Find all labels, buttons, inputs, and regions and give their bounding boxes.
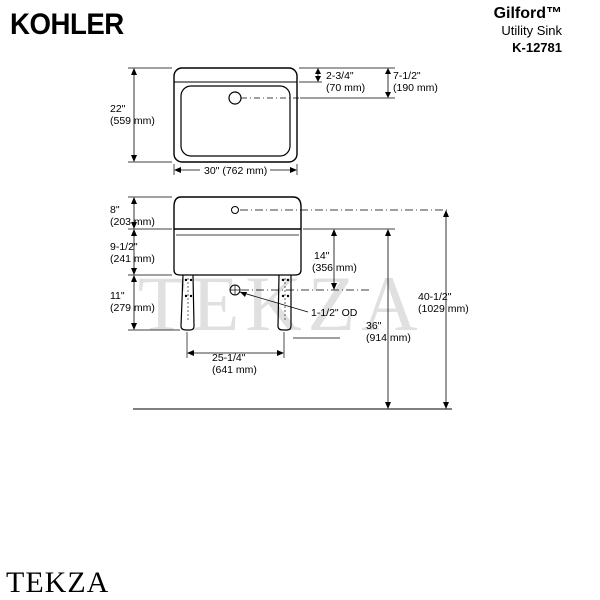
depth-in: 22"	[110, 103, 126, 115]
apron-in: 9-1/2"	[110, 241, 138, 253]
apron-mm: (241 mm)	[110, 253, 155, 265]
sink-outline-top	[173, 67, 298, 163]
leg-spacing-in: 25-1/4"	[212, 352, 246, 364]
bowl-height-in: 8"	[110, 204, 120, 216]
overflow-hole	[231, 206, 239, 214]
leg-upper-in: 11"	[110, 290, 125, 302]
product-info: Gilford™ Utility Sink K-12781	[494, 5, 562, 56]
rim-height-mm: (914 mm)	[366, 332, 411, 344]
leg-upper-mm: (279 mm)	[110, 302, 155, 314]
sink-apron-front	[173, 229, 302, 276]
width-label: 30" (762 mm)	[204, 165, 267, 177]
overall-height-mm: (1029 mm)	[418, 303, 469, 315]
drain-back-mm: (190 mm)	[393, 82, 438, 94]
back-ledge-mm: (70 mm)	[326, 82, 365, 94]
leg-right	[277, 274, 292, 331]
overall-height-in: 40-1/2"	[418, 291, 452, 303]
bowl-height-mm: (203 mm)	[110, 216, 155, 228]
depth-mm: (559 mm)	[110, 115, 155, 127]
product-type: Utility Sink	[501, 23, 562, 38]
drain-rim-mm: (356 mm)	[312, 262, 357, 274]
drain-back-in: 7-1/2"	[393, 70, 421, 82]
drain-hole-top	[228, 91, 242, 105]
leg-left	[180, 274, 195, 331]
rim-height-in: 36"	[366, 320, 382, 332]
leg-spacing-mm: (641 mm)	[212, 364, 257, 376]
watermark-bottom: TEKZA	[6, 566, 110, 599]
product-name: Gilford™	[493, 5, 562, 22]
drain-od: 1-1/2" OD	[311, 307, 358, 319]
back-ledge-in: 2-3/4"	[326, 70, 354, 82]
drain-rim-in: 14"	[314, 250, 330, 262]
front-view	[128, 196, 452, 410]
brand-logo: KOHLER	[10, 8, 124, 41]
bowl-outline-top	[180, 85, 291, 157]
model-number: K-12781	[512, 40, 562, 55]
